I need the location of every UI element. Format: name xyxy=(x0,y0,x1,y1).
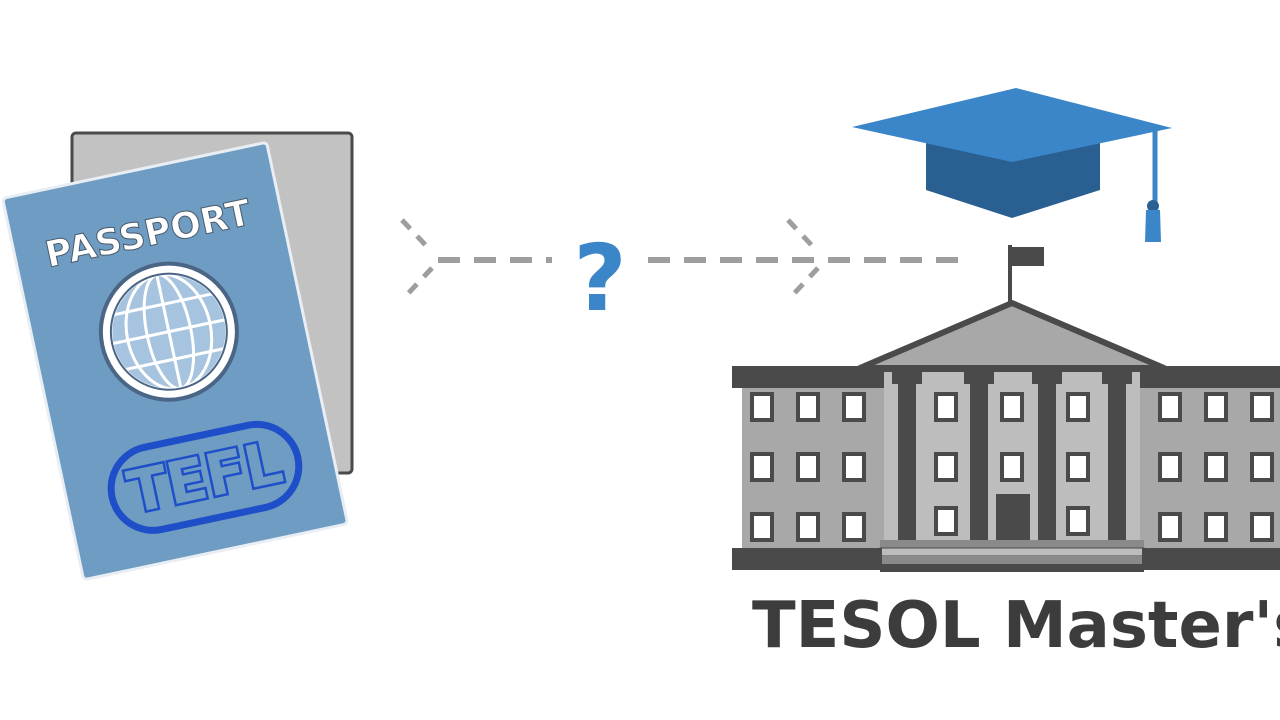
globe-icon xyxy=(98,261,239,402)
graduation-cap-icon xyxy=(852,88,1172,242)
question-mark: ? xyxy=(573,225,626,332)
dashed-arrow-connector: ? xyxy=(400,218,958,332)
caption-tesol-masters: TESOL Master's xyxy=(752,589,1280,663)
passport-icon: PASSPORT TEFL xyxy=(1,131,354,581)
flag-icon xyxy=(1008,245,1044,305)
university-building-icon xyxy=(732,245,1280,572)
